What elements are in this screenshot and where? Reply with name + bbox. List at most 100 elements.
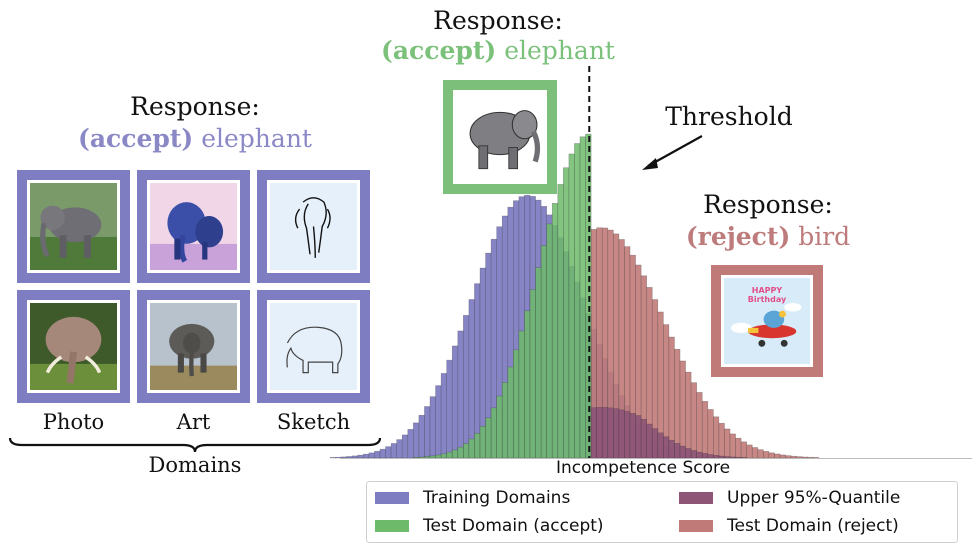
hist-bar-quantile xyxy=(651,428,659,459)
hist-bar-training xyxy=(330,457,336,459)
legend-label: Test Domain (accept) xyxy=(423,516,604,536)
top-response-line: (accept) elephant xyxy=(348,36,648,66)
hist-bar-quantile xyxy=(679,445,686,459)
hist-bar-reject xyxy=(696,392,703,459)
hist-bar-accept xyxy=(424,456,431,459)
hist-bar-accept xyxy=(551,203,559,459)
hist-bar-reject xyxy=(774,453,781,459)
hist-bar-accept xyxy=(474,432,481,459)
hist-bar-quantile xyxy=(740,457,747,459)
hist-bar-accept xyxy=(524,310,531,459)
legend-item-accept: Test Domain (accept) xyxy=(375,516,604,536)
hist-bar-reject xyxy=(763,451,770,459)
left-response-title: Response: xyxy=(130,92,260,121)
hist-bar-training xyxy=(457,330,464,459)
hist-bar-reject xyxy=(779,454,786,459)
hist-bar-reject xyxy=(674,348,681,459)
legend-label: Training Domains xyxy=(423,488,571,508)
hist-bar-training xyxy=(429,396,436,459)
incompetence-histogram xyxy=(330,66,972,459)
legend-item-training: Training Domains xyxy=(375,488,570,508)
hist-bar-quantile xyxy=(646,423,653,459)
domains-label: Domains xyxy=(148,453,242,477)
legend-swatch xyxy=(375,492,409,504)
hist-bar-quantile xyxy=(596,407,603,459)
hist-bar-accept xyxy=(496,395,503,459)
hist-bar-reject xyxy=(685,371,692,459)
tile-photo-2 xyxy=(17,290,130,403)
hist-bar-accept xyxy=(413,457,420,459)
hist-bar-training xyxy=(418,414,425,459)
tile-art-2 xyxy=(137,290,250,403)
hist-bar-accept xyxy=(507,366,514,459)
x-axis-label: Incompetence Score xyxy=(556,458,731,478)
hist-bar-accept xyxy=(513,349,520,459)
hist-bar-accept xyxy=(446,451,453,459)
hist-bar-quantile xyxy=(663,436,670,459)
hist-bar-accept xyxy=(546,223,553,459)
tile-art-1 xyxy=(137,170,250,283)
domain-label-art: Art xyxy=(176,410,211,434)
hist-bar-quantile xyxy=(590,407,597,459)
hist-bar-training xyxy=(440,373,447,459)
hist-bar-accept xyxy=(457,446,464,459)
hist-bar-quantile xyxy=(613,408,620,459)
hist-bar-accept xyxy=(435,454,442,459)
tile-photo-1 xyxy=(17,170,130,283)
hist-bar-quantile xyxy=(668,439,675,459)
tile-sketch-2 xyxy=(257,290,370,403)
hist-bar-reject xyxy=(813,457,820,459)
hist-bar-accept xyxy=(574,143,581,459)
legend-item-reject: Test Domain (reject) xyxy=(679,516,899,536)
hist-bar-training xyxy=(401,434,409,459)
hist-bar-reject xyxy=(790,455,797,459)
elephant-illustration xyxy=(456,93,544,181)
hist-bar-accept xyxy=(529,289,536,459)
hist-bar-training xyxy=(463,315,470,459)
right-response-line: (reject) bird xyxy=(618,222,918,252)
hist-bar-quantile xyxy=(635,415,642,459)
hist-bar-training xyxy=(368,452,375,459)
hist-bar-accept xyxy=(479,426,486,459)
hist-bar-training xyxy=(363,453,370,459)
hist-bar-reject xyxy=(735,437,742,459)
hist-bar-training xyxy=(379,448,386,459)
hist-bar-training xyxy=(335,456,342,459)
top-response-title: Response: xyxy=(433,6,563,35)
birthday-card-text: HAPPY Birthday xyxy=(747,286,787,304)
hist-bar-quantile xyxy=(729,456,736,459)
chart-legend: Training Domains Upper 95%-Quantile Test… xyxy=(366,481,958,543)
hist-bar-training xyxy=(351,455,359,459)
hist-bar-accept xyxy=(501,382,509,459)
hist-bar-training xyxy=(385,446,392,459)
hist-bar-quantile xyxy=(690,450,697,459)
hist-bar-reject xyxy=(718,422,725,459)
hist-bar-accept xyxy=(535,267,542,459)
hist-bar-accept xyxy=(468,438,475,459)
hist-bar-reject xyxy=(713,416,720,459)
hist-bar-reject xyxy=(690,382,697,459)
hist-bar-reject xyxy=(785,455,792,459)
right-response-class: bird xyxy=(798,222,851,251)
tile-sketch-1 xyxy=(257,170,370,283)
hist-bar-accept xyxy=(563,167,570,459)
hist-bar-training xyxy=(374,450,381,459)
hist-bar-accept xyxy=(557,184,564,459)
hist-bar-accept xyxy=(463,443,470,459)
hist-bar-training xyxy=(390,443,397,459)
hist-bar-training xyxy=(435,385,442,459)
hist-bar-accept xyxy=(418,456,425,459)
hist-bar-accept xyxy=(451,449,459,459)
hist-bar-quantile xyxy=(657,432,664,459)
top-response-decision: (accept) xyxy=(381,36,497,65)
hist-bar-reject xyxy=(757,449,764,459)
hist-bar-quantile xyxy=(685,448,692,459)
hist-bar-accept xyxy=(568,153,575,459)
hist-bar-reject xyxy=(751,447,759,459)
hist-bar-reject xyxy=(801,456,809,459)
threshold-label: Threshold xyxy=(665,102,793,131)
hist-bar-reject xyxy=(746,444,753,459)
threshold-arrow xyxy=(642,135,703,170)
hist-bar-accept xyxy=(440,453,447,459)
legend-swatch xyxy=(375,520,409,532)
